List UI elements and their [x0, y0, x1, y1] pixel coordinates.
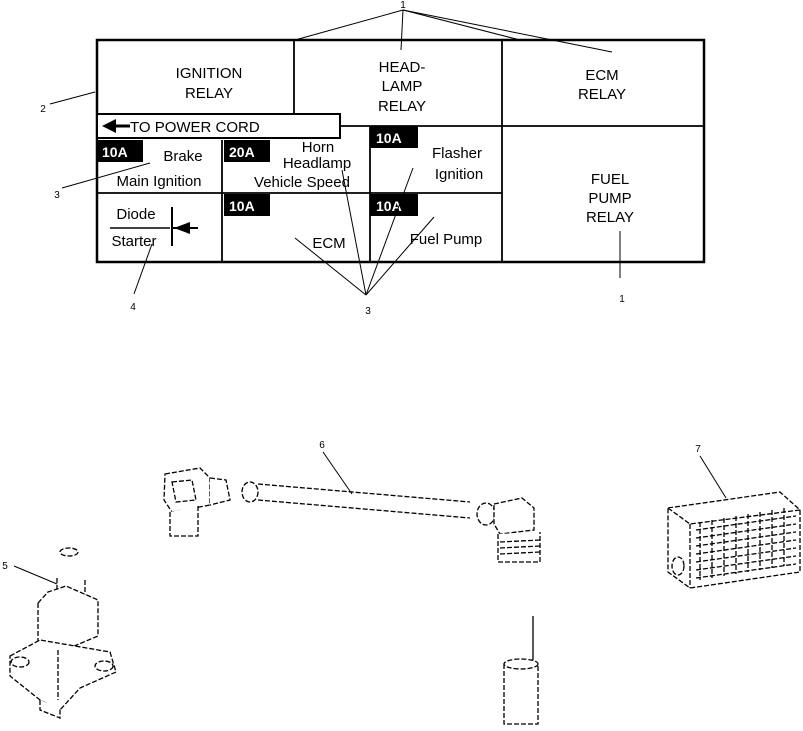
svg-text:Starter: Starter [111, 233, 156, 250]
svg-text:10A: 10A [229, 198, 255, 214]
svg-text:Headlamp: Headlamp [283, 155, 351, 172]
svg-text:Diode: Diode [116, 206, 155, 223]
fuse-brake: 10A Brake Main Ignition [97, 140, 203, 190]
fuel-pump-relay: FUEL PUMP RELAY [586, 171, 634, 226]
svg-text:Horn: Horn [302, 139, 335, 156]
svg-text:6: 6 [319, 440, 325, 451]
svg-text:PUMP: PUMP [588, 190, 631, 207]
svg-text:RELAY: RELAY [378, 98, 426, 115]
svg-text:3: 3 [54, 190, 60, 201]
headlamp-relay: HEAD- LAMP RELAY [378, 59, 426, 115]
svg-text:20A: 20A [229, 144, 255, 160]
svg-text:2: 2 [40, 104, 46, 115]
svg-text:10A: 10A [102, 144, 128, 160]
svg-text:IGNITION: IGNITION [176, 65, 243, 82]
svg-text:Brake: Brake [163, 148, 202, 165]
svg-text:Flasher: Flasher [432, 145, 482, 162]
svg-text:5: 5 [2, 561, 8, 572]
arrow-left-icon [102, 119, 116, 133]
svg-text:3: 3 [365, 306, 371, 317]
diode-arrow-icon [174, 222, 190, 234]
svg-text:RELAY: RELAY [578, 86, 626, 103]
svg-text:TO POWER CORD: TO POWER CORD [130, 119, 260, 136]
svg-text:HEAD-: HEAD- [379, 59, 426, 76]
svg-text:FUEL: FUEL [591, 171, 629, 188]
diode-starter: Diode Starter [110, 206, 198, 250]
power-cord-label: TO POWER CORD [96, 113, 341, 139]
svg-text:LAMP: LAMP [382, 78, 423, 95]
ecm-relay: ECM RELAY [578, 67, 626, 103]
svg-text:RELAY: RELAY [586, 209, 634, 226]
svg-text:Main Ignition: Main Ignition [116, 173, 201, 190]
fuse-ecm: 10A ECM [224, 194, 346, 252]
svg-text:ECM: ECM [312, 235, 345, 252]
svg-text:Fuel Pump: Fuel Pump [410, 231, 483, 248]
part-7-relay-block [667, 491, 801, 589]
part-5-sensor [9, 547, 117, 719]
svg-text:7: 7 [695, 444, 701, 455]
svg-text:RELAY: RELAY [185, 85, 233, 102]
svg-text:10A: 10A [376, 198, 402, 214]
ignition-relay: IGNITION RELAY [176, 65, 243, 102]
fuse-fuel-pump: 10A Fuel Pump [370, 194, 482, 248]
svg-text:Vehicle Speed: Vehicle Speed [254, 174, 350, 191]
svg-text:ECM: ECM [585, 67, 618, 84]
svg-text:Ignition: Ignition [435, 166, 483, 183]
callout-numbers: 1 2 3 4 3 1 5 6 7 [2, 0, 701, 572]
svg-text:10A: 10A [376, 130, 402, 146]
svg-text:4: 4 [130, 302, 136, 313]
fuse-flasher: 10A Flasher Ignition [370, 126, 483, 183]
fuse-horn: 20A Horn Headlamp Vehicle Speed [224, 139, 351, 191]
svg-text:1: 1 [619, 294, 625, 305]
leader-lines [13, 9, 727, 585]
svg-text:1: 1 [400, 0, 406, 11]
part-6-cable [163, 467, 541, 725]
